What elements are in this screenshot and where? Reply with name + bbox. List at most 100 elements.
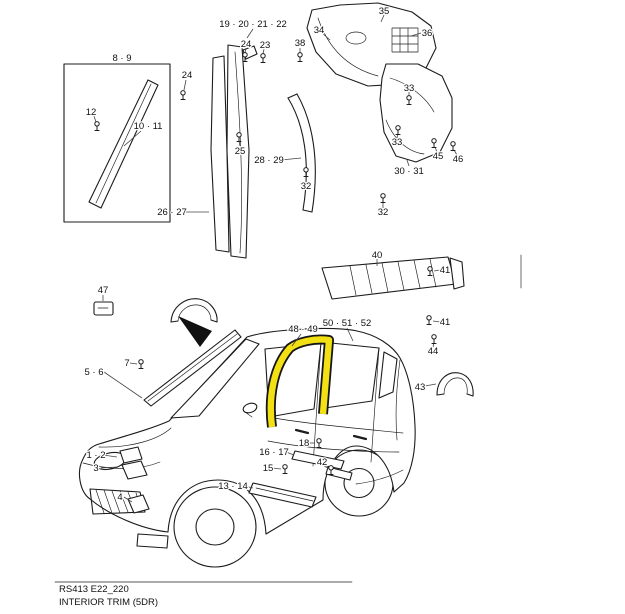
trim-rib bbox=[255, 487, 314, 502]
part-callout: 8 · 9 bbox=[112, 53, 131, 64]
hatch-seam bbox=[395, 359, 401, 441]
part-callout: 33 bbox=[404, 83, 415, 94]
leader-line bbox=[123, 130, 142, 147]
fastener-icon bbox=[236, 132, 242, 142]
part-callout: 45 bbox=[433, 151, 444, 162]
leader-line bbox=[102, 454, 118, 458]
part-callout: 12 bbox=[86, 107, 97, 118]
assist-grip-front-group bbox=[170, 298, 218, 323]
trim-contour bbox=[385, 119, 425, 155]
part-callout: 3 bbox=[93, 463, 98, 474]
footer-title: INTERIOR TRIM (5DR) bbox=[59, 597, 158, 608]
fastener-icon bbox=[426, 315, 432, 325]
part-callout: 38 bbox=[295, 38, 306, 49]
part-callout: 24 bbox=[241, 39, 252, 50]
leader-line bbox=[432, 320, 441, 323]
grip-cap bbox=[436, 393, 445, 396]
hood-crease bbox=[98, 427, 172, 448]
trim-cap bbox=[302, 209, 313, 213]
grille bbox=[89, 488, 146, 515]
part-callout: 32 bbox=[378, 207, 389, 218]
trim-contour bbox=[317, 17, 379, 77]
vent-grid bbox=[391, 27, 419, 53]
part-callout: 40 bbox=[372, 250, 383, 261]
leader-lines bbox=[93, 14, 458, 503]
part-callout: 1 · 2 bbox=[86, 450, 105, 461]
leader-line bbox=[433, 269, 441, 272]
part-callout: 50 · 51 · 52 bbox=[323, 318, 372, 329]
part-callout: 28 · 29 bbox=[254, 155, 284, 166]
fastener-icon bbox=[94, 121, 100, 131]
door-frame-highlight-group bbox=[265, 334, 334, 428]
license-plate bbox=[136, 533, 169, 549]
trim-edge bbox=[287, 97, 307, 211]
assist-grip-rear bbox=[436, 372, 474, 397]
rear-bumper-line bbox=[355, 469, 404, 485]
trim-edge bbox=[296, 93, 316, 213]
quarter-window bbox=[378, 351, 398, 399]
part-callout: 34 bbox=[314, 25, 325, 36]
trim-cap-47 bbox=[93, 301, 114, 316]
part-callout: 16 · 17 bbox=[259, 447, 289, 458]
fastener-icon bbox=[431, 138, 437, 148]
fastener-icon bbox=[303, 167, 309, 177]
fastener-icon bbox=[427, 266, 433, 276]
part-callout: 24 bbox=[182, 70, 193, 81]
rear-door-window bbox=[324, 342, 380, 409]
part-callout: 35 bbox=[379, 6, 390, 17]
side-sill-trim bbox=[248, 482, 317, 508]
fastener-icon bbox=[406, 95, 412, 105]
scuff-plate-parts bbox=[248, 450, 353, 508]
fastener-icon bbox=[431, 334, 437, 344]
sill-ribs bbox=[349, 258, 437, 296]
door-handle-rear bbox=[352, 434, 368, 441]
quarter-trim-group bbox=[379, 63, 453, 163]
door-seam-rear bbox=[370, 347, 380, 463]
fastener-icon bbox=[260, 53, 266, 63]
assist-grip-front bbox=[170, 298, 218, 323]
leader-line bbox=[123, 496, 133, 503]
grip-cap bbox=[466, 393, 474, 397]
front-wheel-hub bbox=[195, 508, 235, 546]
fastener-icon bbox=[316, 438, 322, 448]
door-handle-front bbox=[294, 428, 310, 435]
leader-line bbox=[271, 467, 282, 470]
sill-end-cap bbox=[449, 257, 465, 290]
fastener-icon bbox=[180, 90, 186, 100]
leader-line bbox=[280, 157, 302, 161]
leader-line bbox=[406, 159, 410, 167]
trim-rib bbox=[147, 333, 238, 402]
a-pillar-garnish-group bbox=[143, 329, 242, 407]
cowl-trim-upper bbox=[119, 446, 143, 464]
grip-cap bbox=[170, 320, 179, 323]
side-mirror bbox=[242, 402, 258, 414]
inset-pillar-group bbox=[63, 63, 171, 223]
splash-trim bbox=[127, 494, 150, 514]
trim-hole bbox=[345, 31, 367, 45]
center-pillar-upper-trim bbox=[226, 44, 250, 259]
fastener-icon bbox=[380, 193, 386, 203]
part-callout: 7 bbox=[124, 358, 129, 369]
leader-line bbox=[285, 451, 295, 456]
part-callout: 30 · 31 bbox=[394, 166, 424, 177]
mirror-stem bbox=[244, 411, 253, 418]
footer-code: RS413 E22_220 bbox=[59, 584, 129, 595]
center-pillar-lower-trim bbox=[210, 55, 230, 253]
cargo-sill-group bbox=[321, 256, 465, 300]
bumper-top-line bbox=[82, 461, 161, 469]
fastener-icon bbox=[297, 52, 303, 62]
leader-line bbox=[93, 115, 97, 123]
inset-box bbox=[63, 63, 171, 223]
center-pillar-group bbox=[210, 44, 258, 259]
part-callout: 41 bbox=[440, 317, 451, 328]
assist-grip-rear-group bbox=[436, 372, 474, 397]
part-callout: 10 · 11 bbox=[134, 121, 163, 132]
part-callout: 15 bbox=[263, 463, 274, 474]
grip-inner bbox=[443, 377, 468, 395]
car-outline bbox=[78, 328, 416, 568]
part-callout: 13 · 14 bbox=[218, 481, 248, 492]
front-wheel bbox=[173, 486, 257, 568]
part-callout: 32 bbox=[301, 181, 312, 192]
part-callout: 23 bbox=[260, 40, 271, 51]
